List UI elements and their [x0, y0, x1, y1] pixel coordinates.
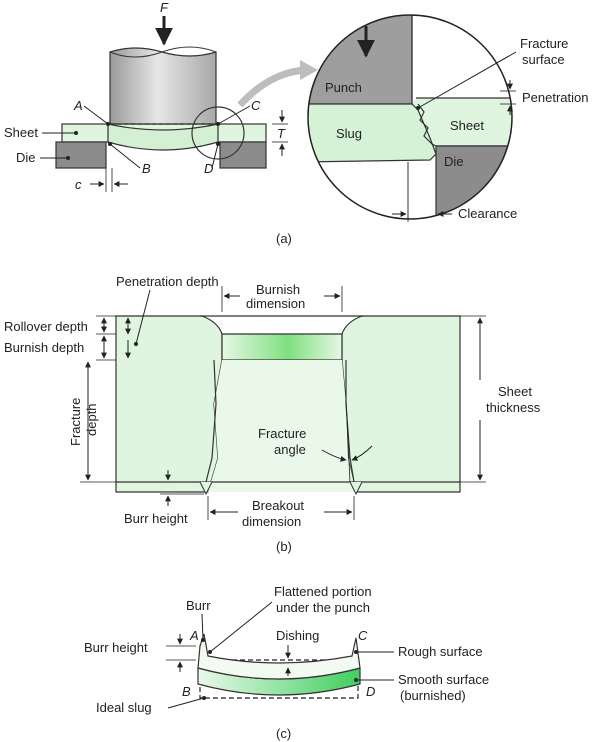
detail-die-label: Die — [444, 154, 464, 169]
smooth-surface-label-2: (burnished) — [400, 688, 466, 703]
smooth-surface-label-1: Smooth surface — [398, 672, 489, 687]
sheet-thickness-label-2: thickness — [486, 400, 541, 415]
point-b-label: B — [142, 161, 151, 176]
point-a-dot — [106, 122, 110, 126]
fracture-surface-dot — [416, 106, 420, 110]
die-dot — [66, 156, 70, 160]
flattened-portion-label-2: under the punch — [276, 600, 370, 615]
breakout-dimension-label-2: dimension — [242, 514, 301, 529]
detail-fracture-line — [417, 103, 437, 147]
point-c-label: C — [251, 98, 261, 113]
burnish-zone — [221, 333, 343, 361]
punch-top-edge — [109, 46, 217, 58]
burr-height-label-b: Burr height — [124, 511, 188, 526]
fracture-surface-label-2: surface — [522, 52, 565, 67]
penetration-label: Penetration — [522, 90, 589, 105]
caption-a: (a) — [276, 231, 292, 246]
sheet-label: Sheet — [4, 125, 38, 140]
burr-height-label-c: Burr height — [84, 640, 148, 655]
burnish-dimension-label-2: dimension — [246, 296, 305, 311]
panel-a: F A B C D Sheet Die T — [4, 0, 589, 246]
fracture-angle-label-2: angle — [274, 442, 306, 457]
point-c-dot — [216, 122, 220, 126]
detail-view — [308, 15, 512, 219]
point-a-label-c: A — [189, 628, 199, 643]
detail-slug-label: Slug — [336, 126, 362, 141]
ideal-slug-label: Ideal slug — [96, 700, 152, 715]
die-left — [55, 141, 107, 169]
point-c-leader — [217, 105, 251, 125]
panel-c: A C B D Burr Flattened portion under the… — [84, 584, 489, 741]
die-label: Die — [16, 150, 36, 165]
slug-top-layer — [197, 633, 361, 680]
caption-b: (b) — [276, 539, 292, 554]
point-c-label-c: C — [358, 628, 368, 643]
breakout-dimension-label-1: Breakout — [252, 498, 304, 513]
point-d-label-c: D — [366, 684, 375, 699]
point-b-leader — [109, 143, 141, 169]
point-a-label: A — [73, 98, 83, 113]
detail-circle-small — [191, 106, 245, 160]
fracture-depth-label-2: depth — [84, 403, 99, 436]
point-d-label: D — [204, 161, 213, 176]
detail-sheet-label: Sheet — [450, 118, 484, 133]
rollover-depth-label: Rollover depth — [4, 319, 88, 334]
fracture-depth-label-1: Fracture — [68, 398, 83, 446]
burnish-depth-label: Burnish depth — [4, 340, 84, 355]
detail-circle-large — [307, 14, 513, 220]
sheet-dot — [74, 131, 78, 135]
burr-label: Burr — [186, 598, 211, 613]
clearance-c-label: c — [75, 177, 82, 192]
burnish-dimension-label-1: Burnish — [256, 282, 300, 297]
thickness-t-label: T — [277, 126, 286, 141]
fracture-surface-leader — [417, 51, 517, 109]
rough-surface-label: Rough surface — [398, 644, 483, 659]
caption-c: (c) — [276, 726, 291, 741]
section-right-block — [341, 315, 461, 493]
punch — [109, 47, 217, 125]
clearance-label: Clearance — [458, 206, 517, 221]
flattened-portion-label-1: Flattened portion — [274, 584, 372, 599]
fracture-angle-label-1: Fracture — [258, 426, 306, 441]
die-right — [219, 141, 267, 169]
point-d-dot — [216, 142, 220, 146]
detail-callout-arrowhead — [300, 60, 318, 80]
detail-punch-label: Punch — [325, 80, 362, 95]
detail-slug — [308, 103, 437, 163]
sheet-thickness-label-1: Sheet — [498, 384, 532, 399]
point-d-leader — [211, 143, 219, 169]
force-label: F — [160, 0, 169, 15]
point-b-dot — [108, 142, 112, 146]
dishing-label: Dishing — [276, 628, 319, 643]
panel-b: Burnish dimension Penetration depth Roll… — [4, 274, 541, 554]
penetration-depth-label: Penetration depth — [116, 274, 219, 289]
detail-callout-arrow — [237, 66, 307, 108]
point-a-leader — [83, 105, 109, 125]
section-left-block — [115, 315, 223, 493]
fracture-surface-label-1: Fracture — [520, 36, 568, 51]
fracture-zone — [208, 360, 356, 492]
point-b-label-c: B — [182, 684, 191, 699]
